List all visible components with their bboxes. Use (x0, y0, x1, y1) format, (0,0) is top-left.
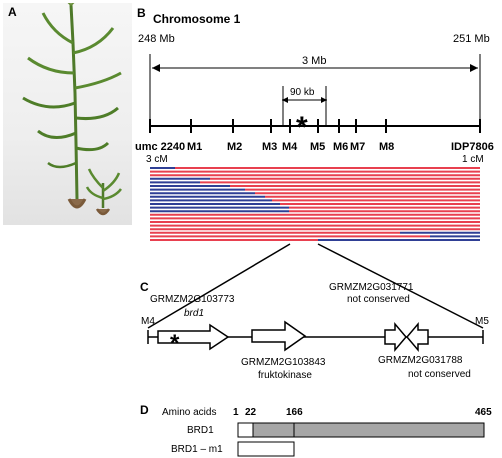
brd1-locus-asterisk: * (296, 111, 308, 144)
marker-label-m5: M5 (310, 141, 325, 153)
gene-region-left-marker: M4 (141, 316, 155, 327)
marker-ticks (149, 119, 481, 133)
gene1-mutation-asterisk: * (170, 330, 180, 357)
panel-label-d: D (140, 403, 149, 417)
zoom-line-left (147, 243, 291, 329)
right-cm-label: 1 cM (462, 154, 484, 165)
marker-label-umc2240: umc 2240 (135, 141, 185, 153)
gene3-arrow (384, 321, 407, 353)
zoom-line-right (317, 243, 484, 329)
interval-arrow-left-head (282, 97, 288, 103)
gene2-arrow (251, 320, 307, 352)
interval-arrow-right-head (321, 97, 327, 103)
left-cm-label: 3 cM (146, 154, 168, 165)
gene2-note: fruktokinase (258, 370, 312, 381)
span-arrow-left-head (152, 64, 160, 72)
marker-label-m3: M3 (262, 141, 277, 153)
brd1-protein-label: BRD1 (187, 425, 214, 436)
gene-region-right-marker: M5 (475, 316, 489, 327)
panel-label-c: C (140, 280, 149, 294)
marker-label-m6: M6 (333, 141, 348, 153)
gene4-note: not conserved (408, 369, 471, 380)
chromosome-title: Chromosome 1 (153, 12, 241, 26)
panel-label-b: B (137, 6, 146, 20)
gene1-name: brd1 (184, 308, 204, 319)
recombinant-haplotypes (150, 167, 480, 241)
aa-position-166: 166 (286, 407, 303, 418)
right-position-label: 251 Mb (453, 33, 490, 45)
gene2-id: GRMZM2G103843 (241, 357, 326, 368)
gene1-arrow (157, 323, 230, 351)
marker-label-m7: M7 (350, 141, 365, 153)
amino-acids-axis-label: Amino acids (162, 407, 216, 418)
maize-plant-photo (3, 0, 132, 225)
gene3-id: GRMZM2G031771 (329, 282, 414, 293)
left-position-label: 248 Mb (138, 33, 175, 45)
marker-label-m4: M4 (282, 141, 298, 153)
brd1-c-terminal-segment (293, 422, 485, 438)
gene3-note: not conserved (347, 294, 410, 305)
brd1-n-terminal-segment (252, 422, 295, 438)
brd1-m1-protein-label: BRD1 – m1 (171, 444, 223, 455)
aa-position-1: 1 (233, 407, 239, 418)
aa-position-22: 22 (245, 407, 257, 418)
span-label: 3 Mb (302, 55, 326, 67)
brd1-m1-truncated-protein (237, 441, 295, 457)
interval-label: 90 kb (290, 87, 315, 98)
brd1-signal-peptide-segment (237, 422, 254, 438)
maize-plant-illustration (22, 0, 122, 216)
marker-label-m1: M1 (187, 141, 202, 153)
marker-label-idp7806: IDP7806 (451, 141, 494, 153)
span-arrow-right-head (470, 64, 478, 72)
marker-label-m2: M2 (227, 141, 242, 153)
gene4-arrow (406, 321, 429, 353)
aa-position-465: 465 (475, 407, 492, 418)
gene4-id: GRMZM2G031788 (378, 355, 463, 366)
panel-label-a: A (8, 5, 17, 19)
gene1-id: GRMZM2G103773 (150, 294, 235, 305)
marker-label-m8: M8 (379, 141, 394, 153)
